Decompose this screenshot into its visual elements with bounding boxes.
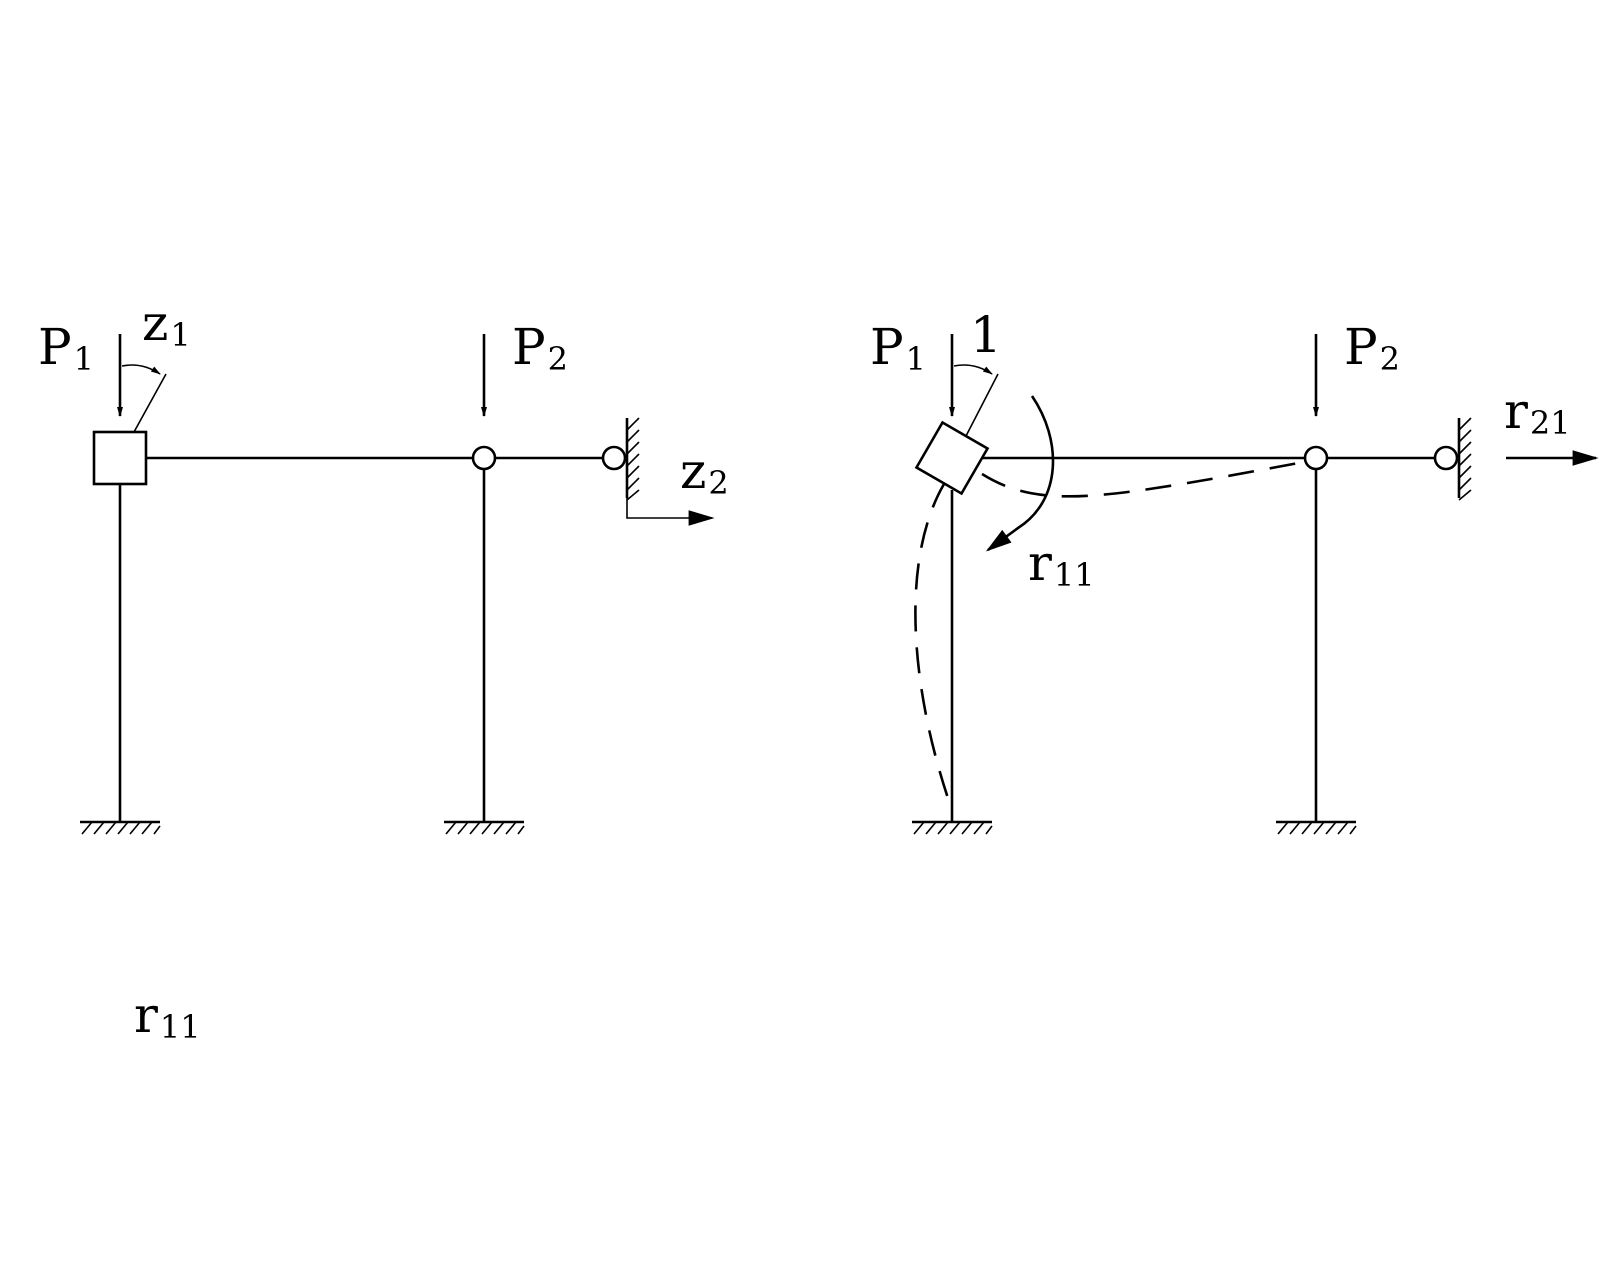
right-r11-moment-arrow bbox=[985, 395, 1055, 552]
right-deflected-beam bbox=[981, 460, 1305, 498]
right-roller bbox=[1433, 445, 1459, 471]
right-unit-rotation-arrow bbox=[953, 364, 993, 375]
right-unit-rotation-leader bbox=[965, 373, 999, 437]
left-label-p1: P1 bbox=[38, 318, 94, 378]
bottom-label-r11: r11 bbox=[134, 986, 201, 1046]
left-label-z1: z1 bbox=[142, 294, 191, 354]
left-label-p2: P2 bbox=[512, 318, 568, 378]
right-rotated-rigid-node bbox=[914, 420, 990, 496]
right-hinge bbox=[1303, 445, 1329, 471]
right-wall-support bbox=[1457, 417, 1472, 501]
right-ground-support-2 bbox=[1276, 820, 1357, 835]
right-label-unit: 1 bbox=[970, 306, 1002, 364]
right-label-r11: r11 bbox=[1028, 534, 1095, 594]
left-frame: P1 z1 P2 z2 bbox=[38, 294, 729, 835]
right-label-p1: P1 bbox=[870, 318, 926, 378]
right-deflected-column bbox=[914, 483, 954, 811]
left-ground-support-1 bbox=[80, 820, 161, 835]
left-label-z2: z2 bbox=[680, 442, 729, 502]
left-roller bbox=[601, 445, 627, 471]
left-hinge bbox=[471, 445, 497, 471]
left-z1-leader bbox=[133, 373, 167, 433]
left-wall-support bbox=[625, 417, 640, 501]
left-z2-displacement-arrow bbox=[626, 490, 715, 526]
right-frame: P1 1 P2 r11 r21 bbox=[870, 306, 1599, 835]
right-label-r21: r21 bbox=[1504, 382, 1571, 442]
left-z1-rotation-arrow bbox=[121, 364, 161, 375]
left-rigid-node bbox=[92, 430, 148, 486]
right-ground-support-1 bbox=[912, 820, 993, 835]
left-ground-support-2 bbox=[444, 820, 525, 835]
right-label-p2: P2 bbox=[1344, 318, 1400, 378]
